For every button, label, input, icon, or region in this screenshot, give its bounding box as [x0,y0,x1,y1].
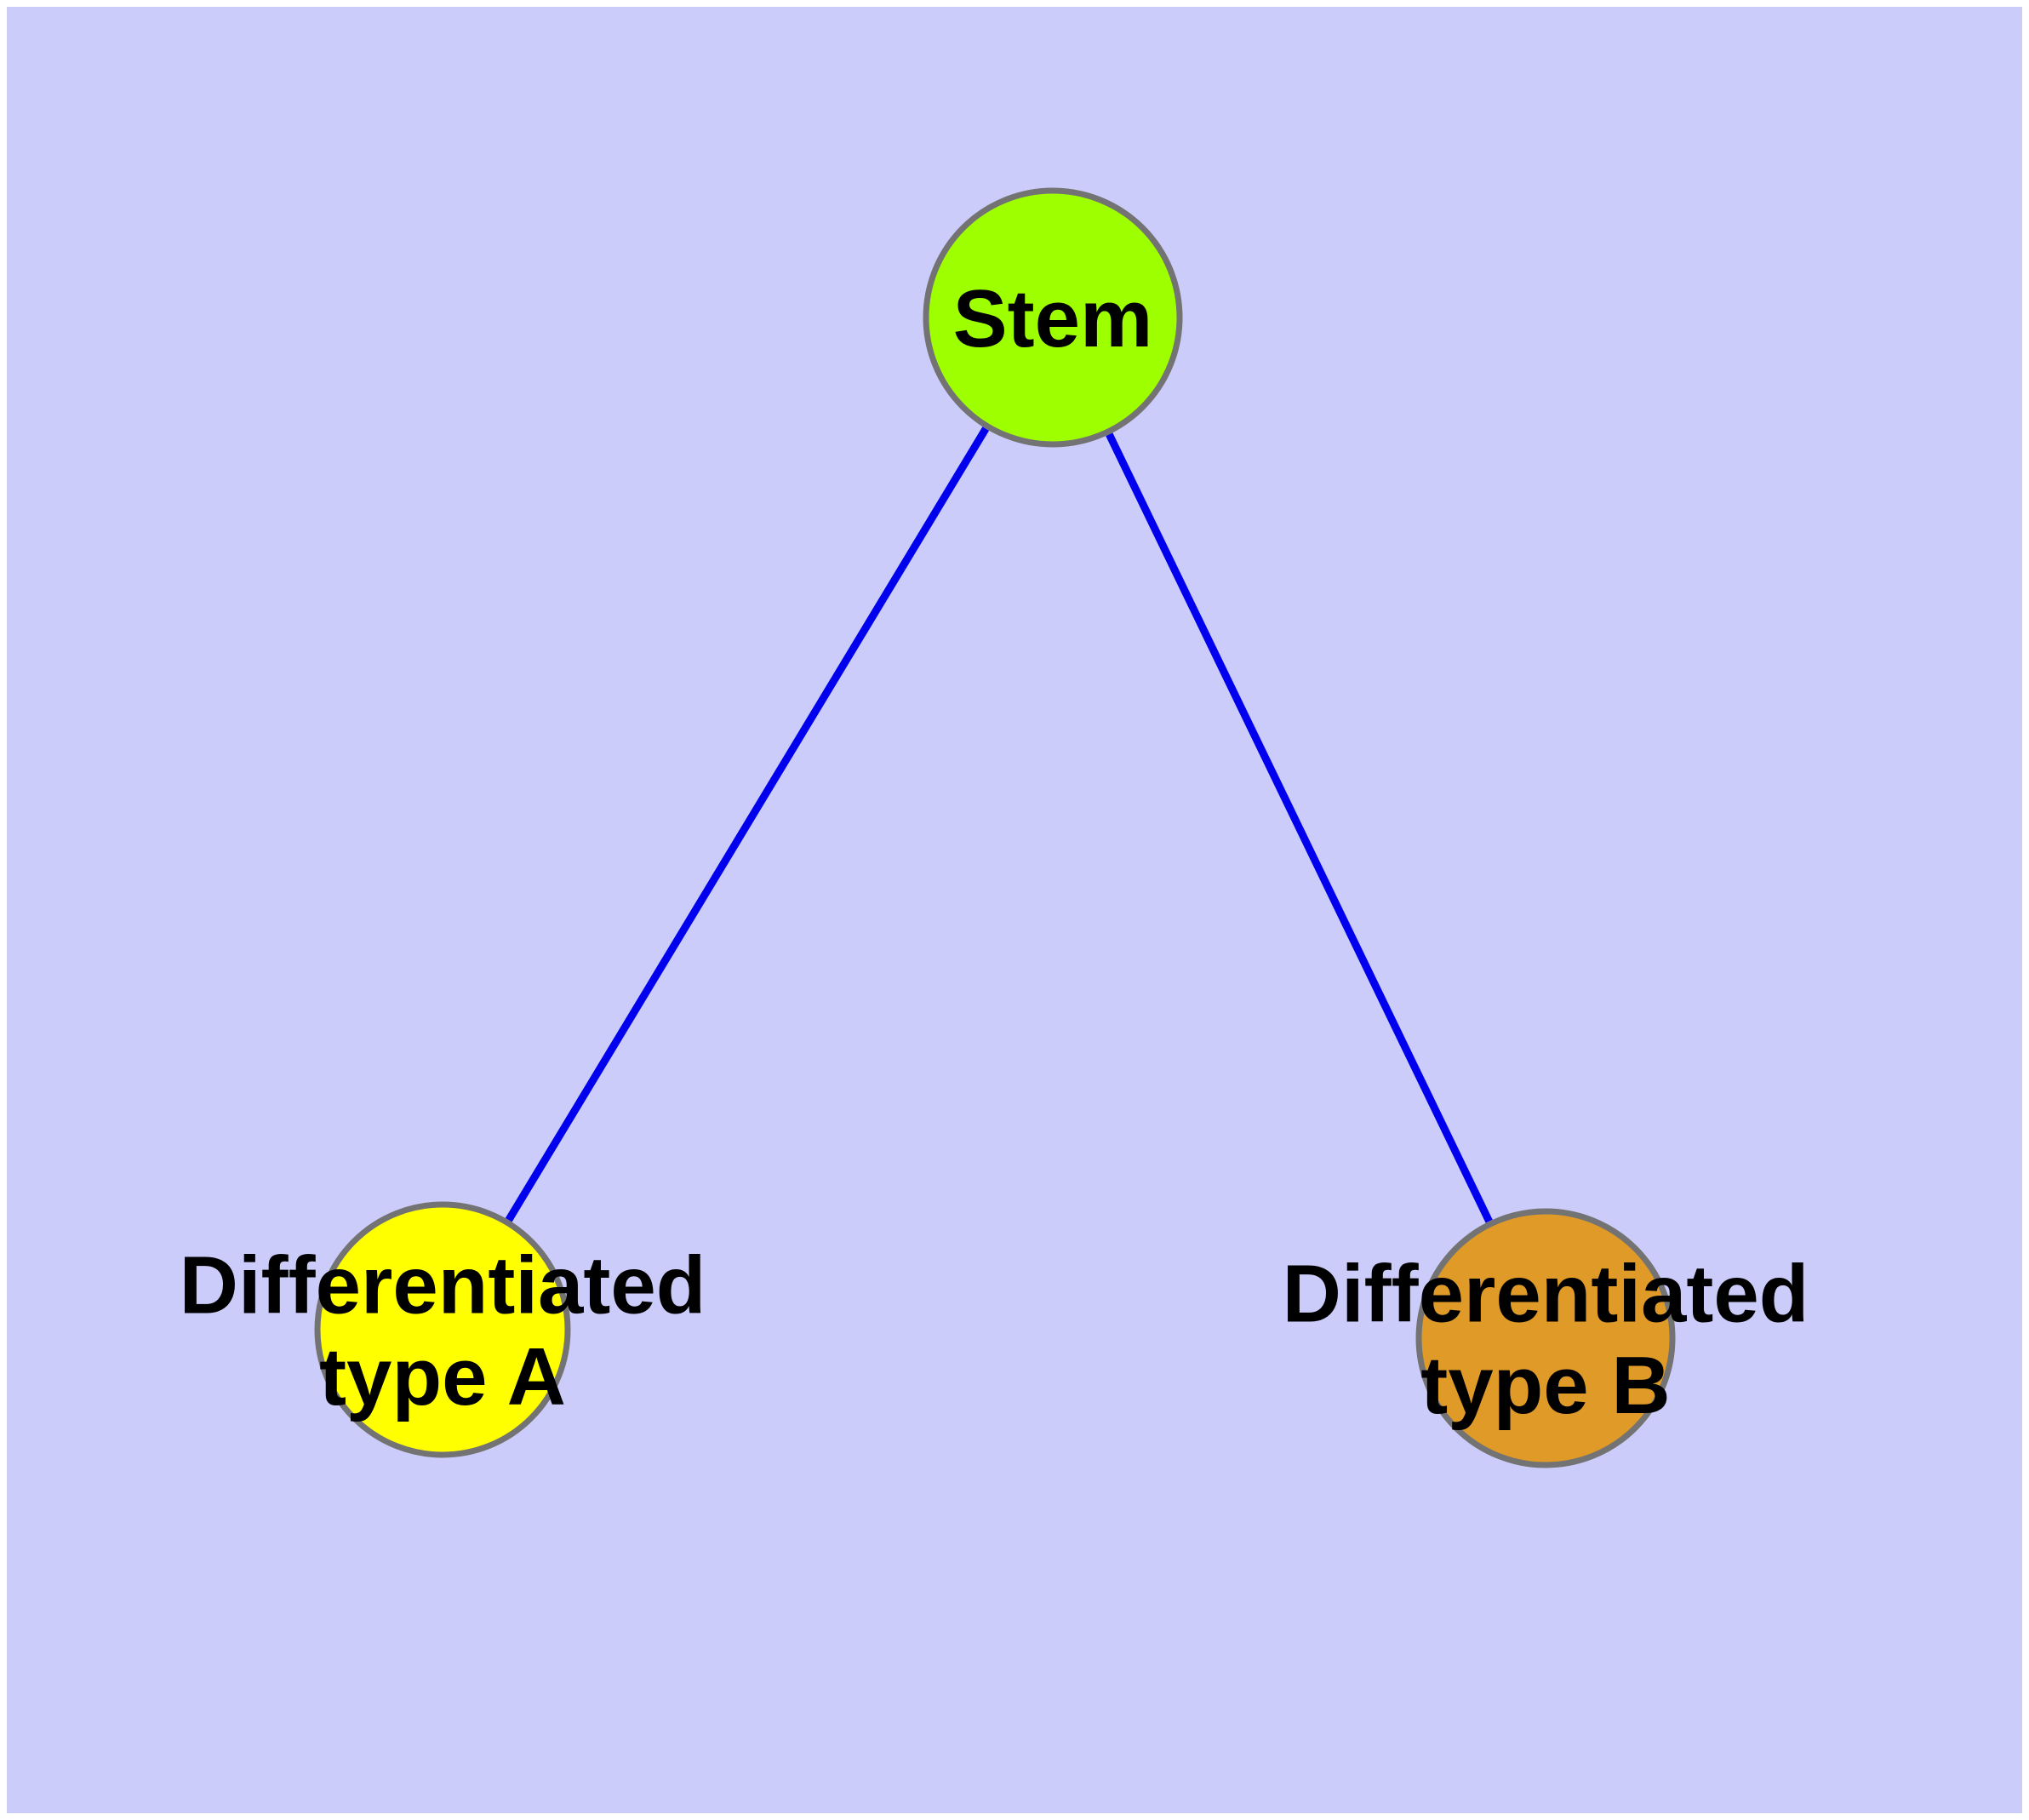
node-circle-stem[interactable] [923,187,1183,448]
graph-edge-stem-to-diff-a[interactable] [505,426,990,1222]
node-label-line: Stem [953,273,1153,364]
graph-node-stem[interactable]: Stem [923,187,1183,448]
edge-layer [505,426,1493,1223]
node-circle-diff-a[interactable] [314,1201,571,1458]
node-label-line: Differentiated [180,1239,706,1331]
node-circle-diff-b[interactable] [1415,1208,1676,1468]
node-label-stem: Stem [953,273,1153,364]
graph-edge-stem-to-diff-b[interactable] [1106,432,1493,1223]
node-label-line: type B [1420,1340,1670,1431]
node-label-line: Differentiated [1283,1248,1809,1339]
node-label-line: type A [319,1331,566,1422]
